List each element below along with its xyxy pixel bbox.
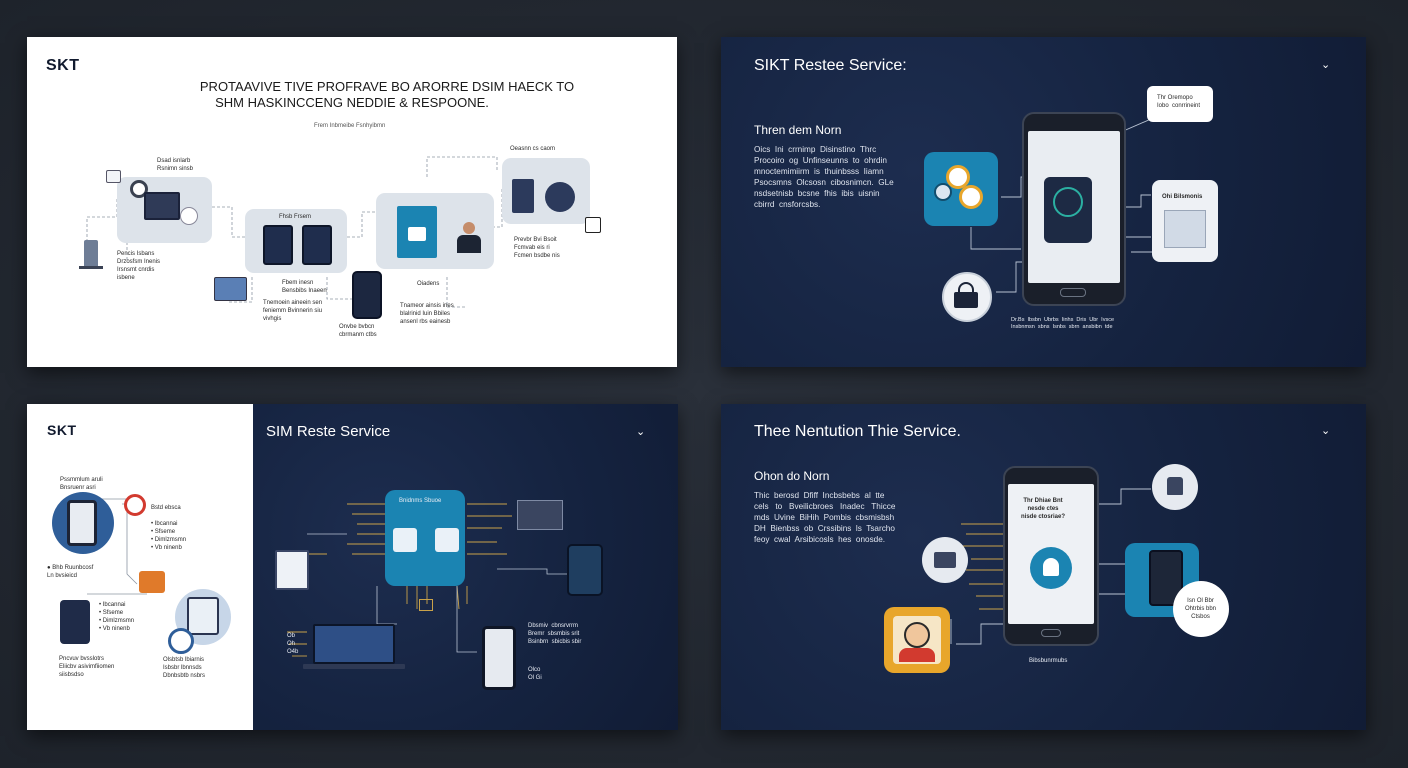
brand-logo: SKT	[46, 57, 80, 74]
main-card-title: Bnidnms Sbuoe	[399, 498, 442, 504]
chip-icon	[567, 544, 603, 596]
label-bottom-small: Olco Ol Gi	[528, 667, 542, 681]
speech-bubble-text: Thr Oremopo Iobo conrrineint	[1157, 95, 1201, 109]
lock-icon	[1167, 477, 1183, 495]
label-g: Olsbtsb lbiarnis Isbsbr lbnnsds Dbnbsbtb…	[163, 657, 206, 679]
slide-subtitle: Frem Inbmeibe Fsnhyibmn	[314, 123, 386, 129]
chevron-down-icon[interactable]: ⌄	[1321, 59, 1331, 71]
phone-screen-text: Thr Dhiae Bnt nesde ctes nisde ctosriae?	[1021, 498, 1066, 520]
server-base	[79, 266, 103, 269]
document-stack-icon	[517, 500, 563, 530]
lock-circle-icon	[168, 628, 194, 654]
info-circle	[1173, 581, 1229, 637]
label-center-top: Fhsb Frsem	[279, 214, 312, 220]
slide-sikt-restee-service[interactable]: SIKT Restee Service: ⌄ Thren dem Norn Oi…	[721, 37, 1366, 367]
sim-slot-icon	[393, 528, 417, 552]
label-f: Pncvuv bvsslotrs Eliicbv asivimfiiomen s…	[59, 656, 115, 678]
sim-mini-icon	[585, 217, 601, 233]
laptop-base	[303, 664, 405, 669]
lock-badge-icon	[408, 227, 426, 241]
slide-title: SIKT Restee Service:	[754, 57, 907, 74]
label-right-low: Tnameor ainsis ines blalrinid Iuin Bbile…	[400, 303, 454, 325]
user-shirt	[899, 648, 935, 662]
lock-body	[954, 292, 978, 308]
lock-shackle	[958, 282, 974, 294]
label-e: • Ibcannai • Sfseme • Dimlzmsmn • Vb nin…	[99, 602, 135, 632]
monitor-icon	[275, 550, 309, 590]
monitor-icon	[187, 597, 219, 635]
sim-card-icon	[139, 571, 165, 593]
alert-icon	[124, 494, 146, 516]
laptop-icon	[313, 624, 395, 664]
phone-icon-2	[482, 626, 516, 690]
sim-slot-icon-2	[435, 528, 459, 552]
bottom-caption: Dr.Bs Ibsbn Ubrbs Iinhs Dris Ubr Ivsce I…	[1011, 317, 1115, 330]
phone-caption: Bibsbunrmubs	[1029, 658, 1068, 664]
tablet-icon	[60, 600, 90, 644]
section-heading: Ohon do Norn	[754, 469, 830, 483]
section-heading: Thren dem Norn	[754, 123, 842, 137]
phone-home-button	[1060, 288, 1086, 297]
label-left-small: Ob Oh O4b	[287, 633, 299, 655]
user-group-icon-3	[934, 183, 952, 201]
right-panel	[253, 404, 678, 730]
label-d: ● Bhb Ruunbcosf Ln bvsieicd	[47, 565, 94, 579]
label-right-mid: Oiadens	[417, 281, 440, 287]
label-center-low: Tnemoein aineein sen feniemm Bvinnerin s…	[263, 300, 323, 322]
label-b: Bstd ebsca	[151, 505, 181, 511]
slide-sim-hacking-response[interactable]: SKT PROTAAVIVE TIVE PROFRAVE BO ARORRE D…	[27, 37, 677, 367]
router-icon	[106, 170, 121, 183]
chip-core	[1053, 187, 1083, 217]
left-panel	[27, 404, 253, 730]
info-circle-text: Isn Ol Bbr Ohtrbis bbn Ctsbos	[1185, 598, 1217, 620]
document-card-title: Ohi Bilsmonis	[1162, 194, 1203, 200]
document-icon	[512, 179, 534, 213]
user-group-icon-2	[959, 185, 983, 209]
section-body: Thic berosd Dfiff Incbsbebs al tte cels …	[754, 491, 896, 544]
tablet-icon	[263, 225, 293, 265]
title-line-1: PROTAAVIVE TIVE PROFRAVE BO ARORRE DSIM …	[199, 79, 575, 94]
label-c: • Ibcannai • Sfseme • Dimlzmsmn • Vb nin…	[151, 521, 187, 551]
user-badge-person	[1043, 558, 1059, 576]
chevron-down-icon[interactable]: ⌄	[636, 426, 646, 438]
label-bottom-right: Dbsmiv cbnsrvrrm Bremr sbsmbis srit Bsin…	[528, 623, 582, 645]
tablet-icon-2	[302, 225, 332, 265]
lock-icon	[180, 207, 198, 225]
slide-thee-nentution-service[interactable]: Thee Nentution Thie Service. ⌄ Ohon do N…	[721, 404, 1366, 730]
label-a: Pssmmlum aruli Bnsruenr asri	[60, 477, 103, 491]
slide-title: Thee Nentution Thie Service.	[754, 423, 961, 440]
server-icon	[84, 240, 98, 268]
monitor-icon	[545, 182, 575, 212]
document-icon	[1164, 210, 1206, 248]
flow-connectors	[86, 156, 592, 308]
label-center-mid: Fbem inesn Bensbibs Inaeen	[282, 280, 327, 294]
phone-icon	[352, 271, 382, 319]
slide-sim-reste-service[interactable]: SKT SIM Reste Service ⌄ Pssmmlum	[27, 404, 678, 730]
section-body: Oics Ini crrnimp Disinstino Thrc Procoir…	[754, 145, 894, 209]
chevron-down-icon[interactable]: ⌄	[1321, 425, 1331, 437]
network-icon	[419, 599, 433, 611]
label-far-right: Prevbr Bvi Bsoit Fcmvab eis ri Fcmen bsd…	[514, 237, 560, 259]
brand-logo: SKT	[47, 422, 77, 438]
speech-bubble	[1147, 86, 1213, 122]
phone-home-button	[1041, 629, 1061, 637]
slide-title: SIM Reste Service	[266, 423, 391, 440]
chat-icon	[934, 552, 956, 568]
title-line-2: SHM HASKINCCENG NEDDIE & RESPOONE.	[215, 95, 489, 110]
user-icon	[457, 222, 481, 254]
label-top-right: Oeasnn cs caom	[510, 146, 556, 152]
laptop-icon	[144, 192, 180, 220]
label-left-block: Pencis Isbans Drzosfsm Inenis Irsnsmt cn…	[117, 251, 161, 281]
sim-card-icon	[214, 277, 247, 301]
slide-title: PROTAAVIVE TIVE PROFRAVE BO ARORRE DSIM …	[27, 79, 677, 111]
label-top-left: Dsad isnlarb Rsnimn sinsb	[157, 158, 194, 172]
target-icon	[130, 180, 148, 198]
label-phone-caption: Onvbe bvbcn cbrmanm ctbs	[339, 324, 377, 338]
phone-icon	[67, 500, 97, 546]
user-icon	[904, 622, 930, 648]
